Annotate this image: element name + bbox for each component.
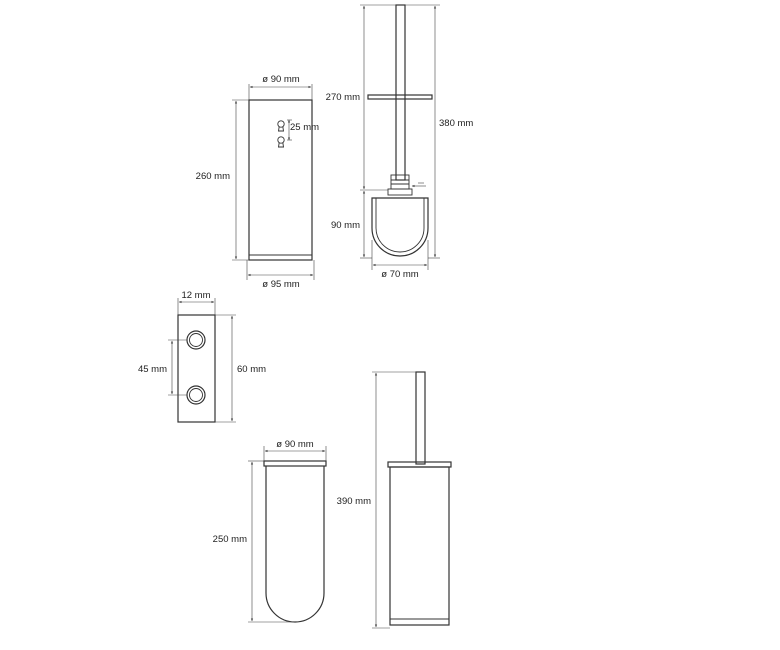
bracket-hole-spacing-label: 45 mm	[138, 364, 167, 375]
bracket-depth-label: 12 mm	[181, 290, 210, 301]
brush-flange	[367, 94, 433, 100]
bracket-plate	[177, 314, 216, 423]
assembly-body	[389, 466, 450, 626]
cup-diameter-label: ø 90 mm	[276, 439, 314, 450]
bracket-view: 12 mm 45 mm 60 mm	[138, 290, 266, 423]
brush-head-length-label: 90 mm	[331, 220, 360, 231]
brush-handle	[395, 4, 406, 181]
holder-bottom-diameter-label: ø 95 mm	[262, 279, 300, 290]
brush-head	[371, 197, 429, 257]
assembly-handle	[415, 371, 426, 465]
brush-total-length-label: 380 mm	[439, 118, 473, 129]
brush-connector	[390, 174, 410, 190]
holder-front-view: 25 mm ø 90 mm 260 mm ø 95 mm	[196, 74, 319, 290]
cup-height-label: 250 mm	[213, 534, 247, 545]
cup-view: ø 90 mm 250 mm	[213, 439, 327, 623]
holder-body	[248, 99, 313, 261]
holder-top-diameter-label: ø 90 mm	[262, 74, 300, 85]
assembly-view: 390 mm	[337, 371, 452, 629]
assembly-height-label: 390 mm	[337, 496, 371, 507]
cup-rim	[263, 460, 327, 467]
keyhole-icon	[277, 120, 285, 132]
keyhole-icon	[277, 136, 285, 148]
brush-upper-length-label: 270 mm	[326, 92, 360, 103]
bracket-height-label: 60 mm	[237, 364, 266, 375]
brush-view: 270 mm 90 mm 380 mm ø 70 mm	[326, 4, 473, 280]
holder-height-label: 260 mm	[196, 171, 230, 182]
keyhole-spacing-label: 25 mm	[290, 122, 319, 133]
cup-body	[265, 466, 325, 623]
brush-head-diameter-label: ø 70 mm	[381, 269, 419, 280]
